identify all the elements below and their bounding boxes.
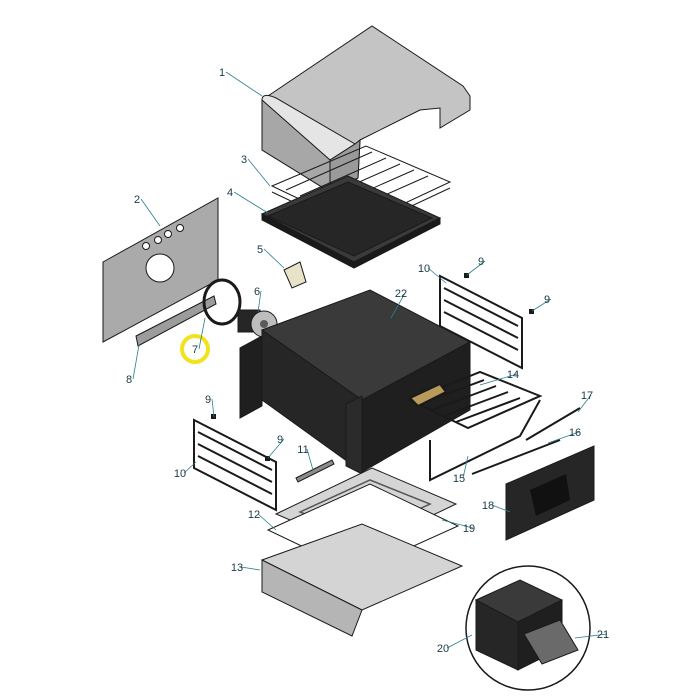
callout-label: 5 [257,244,263,256]
side-guide-left-part [193,418,277,512]
callout-leader [491,504,511,513]
callout-label: 4 [227,187,233,199]
fan-ring-part [202,278,242,326]
callout-4: 4 [227,187,269,214]
callout-9d: 9 [267,434,285,459]
side-panel-part [102,197,219,343]
callout-label: 20 [437,643,449,655]
callout-label: 10 [418,263,430,275]
callout-leader [257,290,262,313]
callout-label: 9 [205,394,211,406]
callout-label: 16 [569,427,581,439]
callout-leader [211,398,215,418]
callout-label: 7 [192,344,198,356]
detail-inset [465,565,591,691]
callout-22: 22 [390,288,407,319]
callout-leader [547,431,580,444]
callout-19: 19 [441,519,475,535]
callout-label: 9 [478,256,484,268]
heating-element-part [407,370,543,482]
callout-label: 3 [241,154,247,166]
callout-label: 10 [174,468,186,480]
callout-1: 1 [219,67,263,97]
callout-leader [225,71,263,97]
highlight-ring [180,334,210,364]
callout-leader [263,248,285,269]
callout-9b: 9 [531,294,552,312]
callout-2: 2 [134,194,161,227]
callout-9a: 9 [466,256,486,276]
callout-5: 5 [257,244,285,269]
callout-13: 13 [231,562,261,574]
callout-leader [574,633,608,639]
callout-21: 21 [574,629,609,641]
rod-parts [471,407,581,475]
callout-label: 22 [395,288,407,300]
callout-leader [577,394,592,413]
callout-leader [427,267,447,284]
callout-leader [441,519,474,529]
callout-9c: 9 [205,394,215,418]
callout-label: 15 [453,473,465,485]
callout-leader [446,634,473,649]
small-bar-part [295,459,335,483]
callout-14: 14 [479,369,519,386]
callout-16: 16 [547,427,581,444]
callout-leader [306,448,314,471]
callout-label: 2 [134,194,140,206]
callout-leader [390,292,406,319]
back-panel-part [505,445,595,541]
callout-label: 13 [231,562,243,574]
callout-leader [479,373,518,386]
callout-leader [233,191,269,214]
callout-leader [531,298,552,312]
callout-label: 9 [277,434,283,446]
callout-label: 6 [254,286,260,298]
screw-icons [211,273,534,461]
callout-label: 19 [463,523,475,535]
callout-18: 18 [482,500,511,513]
base-part [260,523,464,637]
side-guide-right-part [439,274,523,370]
callout-20: 20 [437,634,473,655]
callout-leader [462,455,469,479]
callout-label: 8 [126,374,132,386]
callout-11: 11 [297,444,314,471]
callout-8: 8 [126,344,140,386]
callout-label: 9 [544,294,550,306]
callout-10b: 10 [174,461,197,480]
callout-10a: 10 [418,263,447,284]
callout-label: 21 [597,629,609,641]
callout-leader [257,513,277,531]
callout-15: 15 [453,455,469,485]
callout-leader [267,438,285,459]
bracket-part [135,295,217,347]
callout-label: 17 [581,390,593,402]
callout-12: 12 [248,509,277,531]
callout-label: 11 [297,444,308,456]
callout-label: 18 [482,500,494,512]
tray-part [260,175,442,269]
callout-leader [140,198,161,227]
callout-leader [183,461,197,474]
lamp-part [283,261,307,289]
callout-label: 12 [248,509,260,521]
callout-leader [466,260,486,276]
callout-label: 1 [219,67,225,79]
oven-cavity-part [239,289,472,475]
callout-7: 7 [180,317,210,364]
callout-3: 3 [241,154,271,187]
callout-leader [132,344,140,380]
callout-label: 14 [507,369,519,381]
callout-leader [240,566,261,571]
callout-leader [198,317,206,350]
callout-17: 17 [577,390,593,413]
callout-6: 6 [254,286,262,313]
callout-leader [247,158,271,187]
